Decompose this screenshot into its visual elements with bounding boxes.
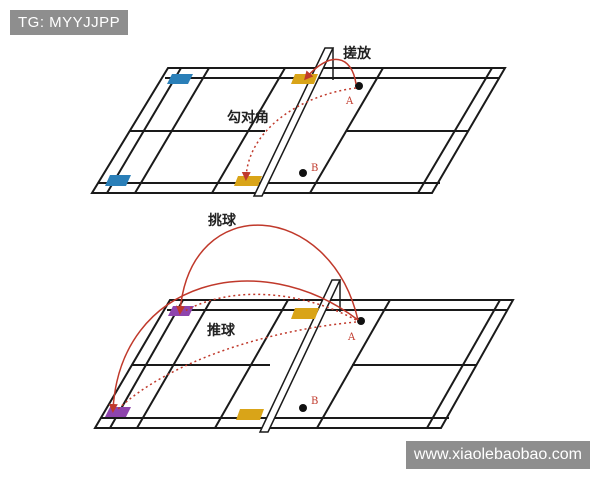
top-player-a — [355, 82, 363, 90]
top-target-gold-front — [234, 176, 262, 186]
bottom-player-b — [299, 404, 307, 412]
bottom-lift-shot-label: 挑球 — [208, 212, 237, 229]
bottom-player-a — [357, 317, 365, 325]
top-target-gold-net — [291, 74, 318, 84]
bottom-court-outline — [93, 299, 515, 429]
bottom-net-mesh — [258, 279, 342, 433]
bottom-push-trajectory-back — [182, 293, 357, 321]
top-point-b-label: B — [311, 163, 318, 174]
top-court-service-line — [309, 67, 384, 194]
top-net-shot-label: 搓放 — [343, 45, 372, 62]
bottom-push-shot-label: 推球 — [207, 322, 236, 339]
bottom-point-b-label: B — [311, 396, 318, 407]
top-target-blue-front — [105, 175, 131, 186]
top-player-b — [299, 169, 307, 177]
bottom-lift-trajectory-front — [108, 280, 359, 413]
top-net — [252, 47, 335, 197]
bottom-point-a-label: A — [347, 332, 356, 343]
top-court — [90, 67, 507, 194]
bottom-court — [93, 299, 515, 429]
top-cross-shot-trajectory — [241, 87, 357, 181]
top-net-mesh — [252, 47, 335, 197]
watermark-bottom-right: www.xiaolebaobao.com — [405, 441, 590, 469]
top-target-blue-back — [167, 74, 193, 84]
bottom-target-gold-net — [291, 308, 319, 319]
top-cross-shot-label: 勾对角 — [227, 109, 269, 126]
bottom-net — [258, 279, 342, 433]
bottom-push-trajectory-front — [116, 321, 357, 411]
top-point-a-label: A — [345, 96, 354, 107]
bottom-lift-trajectory-back — [176, 224, 359, 321]
top-court-outline — [90, 67, 507, 194]
watermark-top-left: TG: MYYJJPP — [10, 10, 129, 35]
top-net-shot-trajectory — [304, 58, 357, 85]
bottom-target-gold-front — [236, 409, 264, 420]
